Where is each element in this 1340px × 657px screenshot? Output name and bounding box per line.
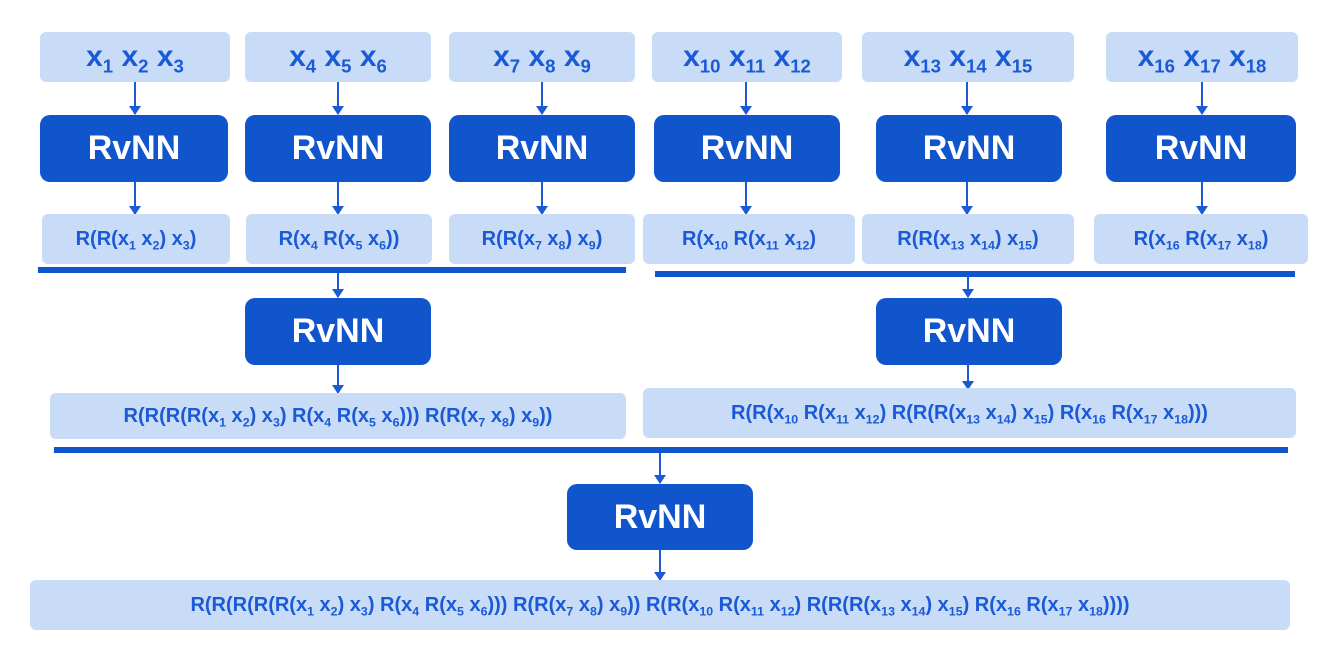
arrow xyxy=(961,82,973,115)
expression-text: R(x4 R(x5 x6)) xyxy=(278,227,400,252)
rvnn-block-l0-1: RvNN xyxy=(40,115,228,182)
output-l0-6: R(x16 R(x17 x18) xyxy=(1094,214,1308,264)
arrow xyxy=(654,550,666,581)
rvnn-block-l0-5: RvNN xyxy=(876,115,1062,182)
arrow xyxy=(740,82,752,115)
arrow xyxy=(332,182,344,215)
arrow xyxy=(332,365,344,394)
rvnn-block-l1-2: RvNN xyxy=(876,298,1062,365)
arrow xyxy=(1196,82,1208,115)
arrow xyxy=(129,182,141,215)
input-group-3: x7 x8 x9 xyxy=(449,32,635,82)
output-l0-2: R(x4 R(x5 x6)) xyxy=(246,214,432,264)
expression-text: R(R(x7 x8) x9) xyxy=(481,227,603,252)
merge-bar-left xyxy=(38,267,626,273)
arrow xyxy=(536,182,548,215)
expression-text: R(R(x1 x2) x3) xyxy=(75,227,197,252)
expression-text: x7 x8 x9 xyxy=(493,40,591,77)
rvnn-block-l0-4: RvNN xyxy=(654,115,840,182)
expression-text: x10 x11 x12 xyxy=(683,40,811,77)
arrow xyxy=(332,273,344,298)
arrow xyxy=(1196,182,1208,215)
rvnn-block-l1-1: RvNN xyxy=(245,298,431,365)
arrow xyxy=(962,277,974,298)
expression-text: x13 x14 x15 xyxy=(903,40,1033,77)
output-l1-2: R(R(x10 R(x11 x12) R(R(R(x13 x14) x15) R… xyxy=(643,388,1296,438)
rvnn-block-l0-6: RvNN xyxy=(1106,115,1296,182)
merge-bar-right xyxy=(655,271,1295,277)
output-l0-3: R(R(x7 x8) x9) xyxy=(449,214,635,264)
output-l0-4: R(x10 R(x11 x12) xyxy=(643,214,855,264)
expression-text: x1 x2 x3 xyxy=(86,40,184,77)
arrow xyxy=(961,182,973,215)
output-l1-1: R(R(R(R(x1 x2) x3) R(x4 R(x5 x6))) R(R(x… xyxy=(50,393,626,439)
rvnn-block-l0-3: RvNN xyxy=(449,115,635,182)
arrow xyxy=(654,453,666,484)
arrow xyxy=(536,82,548,115)
input-group-1: x1 x2 x3 xyxy=(40,32,230,82)
expression-text: x16 x17 x18 xyxy=(1137,40,1267,77)
expression-text: R(R(R(R(R(x1 x2) x3) R(x4 R(x5 x6))) R(R… xyxy=(190,593,1130,618)
expression-text: x4 x5 x6 xyxy=(289,40,387,77)
output-l0-5: R(R(x13 x14) x15) xyxy=(862,214,1074,264)
arrow xyxy=(962,365,974,390)
expression-text: R(R(x13 x14) x15) xyxy=(897,227,1039,252)
merge-bar-full xyxy=(54,447,1288,453)
expression-text: R(R(R(R(x1 x2) x3) R(x4 R(x5 x6))) R(R(x… xyxy=(123,404,553,429)
arrow xyxy=(332,82,344,115)
input-group-5: x13 x14 x15 xyxy=(862,32,1074,82)
expression-text: R(R(x10 R(x11 x12) R(R(R(x13 x14) x15) R… xyxy=(731,401,1208,426)
output-final: R(R(R(R(R(x1 x2) x3) R(x4 R(x5 x6))) R(R… xyxy=(30,580,1290,630)
expression-text: R(x16 R(x17 x18) xyxy=(1133,227,1269,252)
input-group-2: x4 x5 x6 xyxy=(245,32,431,82)
rvnn-block-l2: RvNN xyxy=(567,484,753,550)
input-group-4: x10 x11 x12 xyxy=(652,32,842,82)
rvnn-block-l0-2: RvNN xyxy=(245,115,431,182)
arrow xyxy=(129,82,141,115)
output-l0-1: R(R(x1 x2) x3) xyxy=(42,214,230,264)
expression-text: R(x10 R(x11 x12) xyxy=(681,227,817,252)
arrow xyxy=(740,182,752,215)
input-group-6: x16 x17 x18 xyxy=(1106,32,1298,82)
